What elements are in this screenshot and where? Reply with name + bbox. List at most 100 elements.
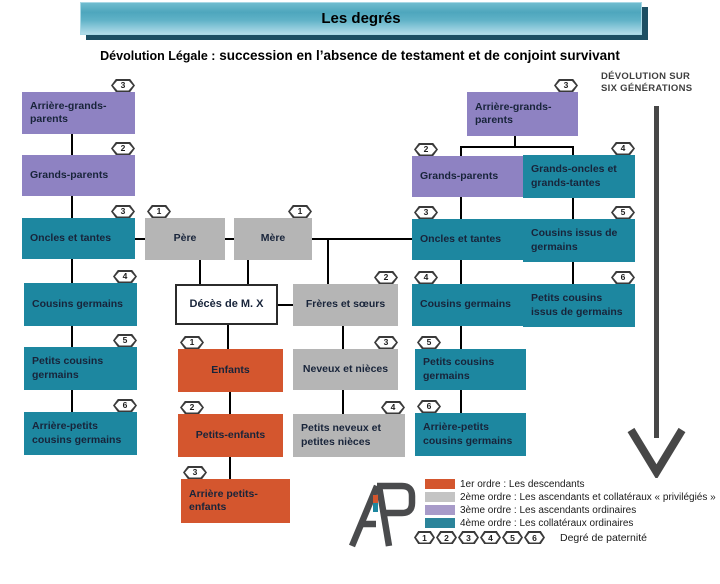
connector-line: [342, 390, 344, 414]
node-arriere-grands-parents-right: 3 Arrière-grands-parents: [467, 79, 578, 136]
node-petits-cousins-germains-left: 5 Petits cousins germains: [24, 334, 137, 390]
node-petits-neveux-et-petites-nieces: 4 Petits neveux et petites nièces: [293, 401, 405, 457]
degree-badge: 6: [113, 399, 137, 412]
degree-badge: 4: [611, 142, 635, 155]
legend-item: 2ème ordre : Les ascendants et collatéra…: [425, 491, 716, 503]
legend-item: 4ème ordre : Les collatéraux ordinaires: [425, 517, 716, 529]
degree-badge: 3: [111, 79, 135, 92]
node-label: Neveux et nièces: [302, 362, 389, 375]
node-arriere-petits-enfants: 3 Arrière petits-enfants: [181, 466, 290, 523]
node-label: Arrière-grands-parents: [475, 100, 552, 126]
node-pere: 1 Père: [145, 205, 225, 260]
connector-line: [572, 262, 574, 284]
degree-badge: 6: [417, 400, 441, 413]
connector-line: [219, 238, 234, 240]
connector-line: [71, 134, 73, 155]
degree-badge: 3: [183, 466, 207, 479]
node-label: Cousins germains: [32, 297, 124, 310]
legend-swatch-purple: [425, 505, 455, 515]
page-title: Les degrés: [321, 10, 401, 27]
node-arriere-grands-parents-left: 3 Arrière-grands-parents: [22, 79, 135, 134]
legend-label: 4ème ordre : Les collatéraux ordinaires: [460, 517, 634, 529]
node-label: Petits neveux et petites nièces: [301, 422, 381, 448]
node-enfants: 1 Enfants: [178, 336, 283, 392]
legend: 1er ordre : Les descendants 2ème ordre :…: [425, 478, 716, 530]
degree-scale: 1 2 3 4 5 6 Degré de paternité: [414, 531, 647, 544]
connector-line: [460, 260, 462, 284]
connector-line: [572, 148, 574, 155]
node-label: Grands-parents: [30, 168, 109, 181]
connector-line: [229, 392, 231, 414]
node-mere: 1 Mère: [234, 205, 312, 260]
legend-label: 2ème ordre : Les ascendants et collatéra…: [460, 491, 716, 503]
legend-item: 1er ordre : Les descendants: [425, 478, 716, 490]
connector-line: [71, 326, 73, 347]
degree-badge: 1: [414, 531, 435, 544]
degree-badge: 2: [374, 271, 398, 284]
connector-line: [460, 148, 462, 156]
node-label: Petits-enfants: [195, 428, 266, 441]
degree-badge: 1: [180, 336, 204, 349]
legend-swatch-gray: [425, 492, 455, 502]
connector-line: [71, 259, 73, 283]
node-label: Frères et sœurs: [305, 298, 386, 311]
node-label: Arrière-grands-parents: [30, 99, 107, 125]
node-label: Petits cousins germains: [423, 356, 495, 382]
degree-badge: 3: [554, 79, 578, 92]
connector-line: [327, 239, 329, 284]
connector-line: [71, 390, 73, 412]
node-arriere-petits-cousins-germains-right: 6 Arrière-petits cousins germains: [415, 400, 526, 456]
subtitle-rest: succession en l’absence de testament et …: [215, 48, 620, 63]
node-label: Oncles et tantes: [420, 232, 502, 245]
legend-swatch-orange: [425, 479, 455, 489]
degree-badge: 3: [414, 206, 438, 219]
node-label: Mère: [260, 232, 286, 245]
connector-line: [460, 326, 462, 349]
node-label: Arrière petits-enfants: [189, 487, 258, 513]
degree-badge: 3: [374, 336, 398, 349]
connector-line: [460, 146, 574, 148]
node-petits-cousins-germains-right: 5 Petits cousins germains: [415, 336, 526, 390]
degree-badge: 4: [480, 531, 501, 544]
node-grands-parents-right: 2 Grands-parents: [412, 143, 523, 197]
legend-swatch-teal: [425, 518, 455, 528]
degree-badge: 6: [524, 531, 545, 544]
degree-badge: 2: [436, 531, 457, 544]
node-deces-de-m-x: Décès de M. X: [175, 284, 278, 325]
degree-badge: 3: [458, 531, 479, 544]
degree-badge: 2: [111, 142, 135, 155]
node-cousins-germains-right: 4 Cousins germains: [412, 271, 523, 326]
node-label: Enfants: [211, 363, 250, 376]
subtitle: Dévolution Légale : succession en l’abse…: [0, 47, 720, 65]
node-label: Cousins germains: [420, 298, 512, 311]
node-neveux-et-nieces: 3 Neveux et nièces: [293, 336, 398, 390]
degree-badge: 3: [111, 205, 135, 218]
connector-line: [514, 136, 516, 148]
degree-scale-label: Degré de paternité: [560, 531, 647, 544]
node-cousins-issus-de-germains: 5 Cousins issus de germains: [523, 206, 635, 262]
connector-line: [227, 325, 229, 349]
degree-badge: 6: [611, 271, 635, 284]
node-grands-oncles-et-grands-tantes: 4 Grands-oncles et grands-tantes: [523, 142, 635, 198]
node-label: Grands-oncles et grands-tantes: [531, 163, 617, 189]
degree-badge: 4: [381, 401, 405, 414]
degree-badge: 2: [180, 401, 204, 414]
node-label: Petits cousins germains: [32, 355, 104, 381]
six-generations-arrow-icon: [627, 106, 686, 478]
node-label: Décès de M. X: [189, 297, 264, 310]
node-arriere-petits-cousins-germains-left: 6 Arrière-petits cousins germains: [24, 399, 137, 455]
connector-line: [199, 260, 201, 284]
node-freres-et-soeurs: 2 Frères et sœurs: [293, 271, 398, 326]
connector-line: [342, 326, 344, 349]
degree-badge: 5: [611, 206, 635, 219]
legend-label: 3ème ordre : Les ascendants ordinaires: [460, 504, 637, 516]
connector-line: [572, 198, 574, 219]
node-label: Arrière-petits cousins germains: [32, 420, 122, 446]
degree-badge: 1: [288, 205, 312, 218]
legend-label: 1er ordre : Les descendants: [460, 478, 585, 490]
node-petits-enfants: 2 Petits-enfants: [178, 401, 283, 457]
node-label: Oncles et tantes: [30, 231, 112, 244]
node-label: Arrière-petits cousins germains: [423, 421, 513, 447]
legend-item: 3ème ordre : Les ascendants ordinaires: [425, 504, 716, 516]
degree-badge: 5: [417, 336, 441, 349]
